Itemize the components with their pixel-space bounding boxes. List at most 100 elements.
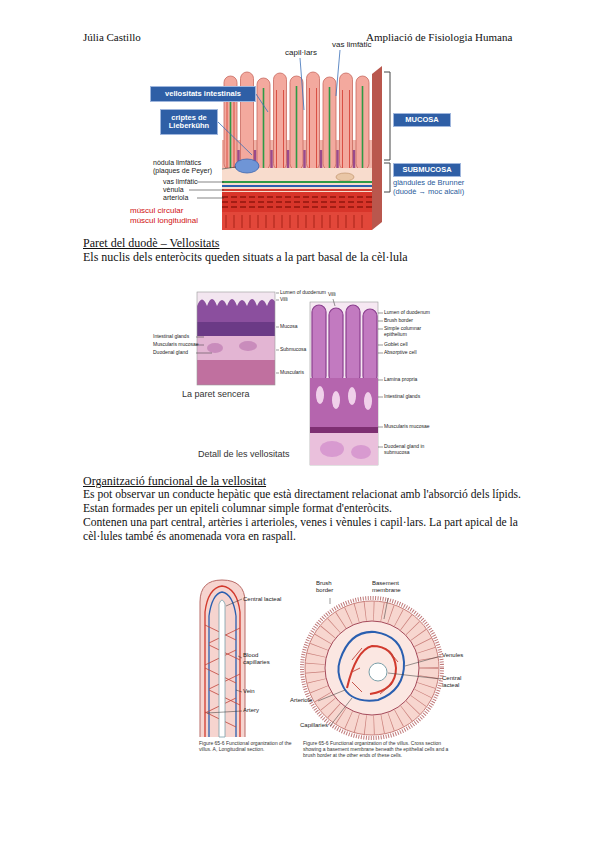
villus-outline	[200, 580, 245, 737]
figure-caption: Figure 65-6 Functional organization of t…	[199, 741, 295, 753]
blood-capillary	[209, 592, 236, 737]
epithelial-cells	[315, 611, 429, 725]
layer-brackets	[384, 72, 390, 192]
part-label: Venules	[442, 652, 463, 659]
villus	[340, 73, 353, 170]
central-lacteal	[219, 600, 225, 737]
part-label: vas limfàtic	[163, 178, 198, 186]
part-label: nòdula limfàtics (plaques de Peyer)	[153, 159, 225, 175]
part-label: Blood capillaries	[243, 652, 275, 666]
brunner-gland	[336, 173, 354, 181]
muscle-cells	[222, 197, 372, 207]
part-label: múscul longitudinal	[130, 216, 198, 225]
part-label: glàndules de Brunner (duodè → moc alcalí…	[393, 179, 485, 196]
duodenal-gland	[239, 341, 257, 351]
wall-side-face	[372, 66, 382, 230]
part-label: Lumen of duodenum	[280, 290, 326, 296]
intestinal-gland	[348, 387, 356, 405]
part-label: capil·lars	[285, 48, 317, 57]
label-box: criptes de Lieberkühn	[160, 109, 218, 135]
page-header: Júlia Castillo	[83, 31, 141, 44]
muscle-fibres	[226, 215, 362, 228]
part-label: Muscularis	[280, 370, 304, 376]
part-label: Central lacteal	[442, 675, 472, 689]
villi-band	[197, 299, 275, 336]
peyer-patch	[235, 159, 259, 173]
part-label: Duodenal gland	[153, 350, 188, 356]
body-text: Es pot observar un conducte hepàtic que …	[83, 488, 523, 516]
part-label: vènula	[163, 186, 184, 194]
part-label: arteriola	[163, 194, 188, 202]
part-label: Artery	[243, 707, 259, 714]
box-label: criptes de Lieberkühn	[161, 114, 217, 131]
lymph-vessel	[222, 181, 372, 183]
submucosa-band	[310, 433, 378, 465]
leader-lines	[207, 599, 242, 713]
central-lacteal	[369, 663, 387, 681]
part-label: Villi	[328, 292, 336, 298]
submucosa-band	[197, 336, 275, 360]
glands-band	[197, 322, 275, 336]
box-label: SUBMUCOSA	[402, 166, 451, 174]
part-label: Villi	[280, 297, 288, 303]
venule	[222, 185, 372, 187]
intestinal-gland	[332, 391, 340, 409]
circular-muscle	[222, 192, 372, 212]
part-label: Arteriole	[290, 697, 312, 704]
part-label: Duodenal gland in submucosa	[384, 444, 430, 456]
page-header: Ampliació de Fisiologia Humana	[366, 31, 512, 44]
part-label: Mucosa	[280, 324, 298, 330]
part-label: Muscularis mucosae	[384, 424, 430, 430]
part-label: Basement membrane	[372, 580, 412, 594]
part-label: Intestinal glands	[153, 334, 189, 340]
duodenal-gland	[207, 343, 223, 353]
capillaries	[352, 648, 398, 694]
micrograph-detail	[310, 302, 378, 465]
leader-lines	[196, 293, 279, 373]
muscularis-mucosae-band	[310, 427, 378, 433]
part-label: Lumen of duodenum	[384, 310, 430, 316]
muscularis-band	[197, 360, 275, 385]
part-label: Muscularis mucosae	[153, 342, 199, 348]
villus	[307, 72, 320, 170]
section-heading: Organització funcional de la vellositat	[83, 474, 266, 488]
duodenal-gland	[351, 445, 371, 459]
brush-border	[302, 598, 442, 738]
venules	[338, 632, 404, 701]
arteriole	[222, 189, 372, 191]
longitudinal-muscle	[222, 212, 372, 230]
part-label: múscul circular	[130, 206, 183, 215]
leader-lines	[333, 299, 383, 447]
part-label: Central lacteal	[243, 596, 281, 603]
label-box: vellositats intestinals	[150, 86, 256, 102]
figure-caption: Figure 65-6 Functional organization of t…	[303, 741, 459, 758]
leader-lines	[318, 598, 441, 726]
part-label: Vein	[243, 688, 255, 695]
box-label: vellositats intestinals	[165, 90, 241, 98]
part-label: Brush border	[316, 580, 342, 594]
part-label: Absorptive cell	[384, 350, 417, 356]
villus	[329, 308, 343, 383]
intestinal-gland	[364, 392, 372, 410]
villus	[312, 305, 326, 383]
part-label: Goblet cell	[384, 342, 408, 348]
villus	[274, 73, 287, 170]
body-text: Els nuclis dels enteròcits queden situat…	[83, 250, 408, 264]
micrograph-wall	[197, 292, 275, 385]
label-box: MUCOSA	[393, 113, 451, 127]
part-label: vas limfàtic	[332, 40, 372, 49]
villus	[363, 309, 377, 383]
body-text: Contenen una part central, artèries i ar…	[83, 516, 523, 544]
leader-lines	[218, 50, 340, 155]
part-label: Simple columnar epithelium	[384, 326, 430, 338]
figure-caption: Detall de les vellositats	[198, 449, 290, 459]
part-label: Lamina propria	[384, 377, 417, 383]
box-label: MUCOSA	[405, 116, 438, 124]
intestinal-gland	[316, 386, 324, 404]
part-label: Submucosa	[280, 347, 306, 353]
label-box: SUBMUCOSA	[393, 163, 461, 177]
duodenal-gland	[320, 441, 344, 457]
villus	[346, 305, 360, 383]
part-label: Brush border	[384, 318, 413, 324]
